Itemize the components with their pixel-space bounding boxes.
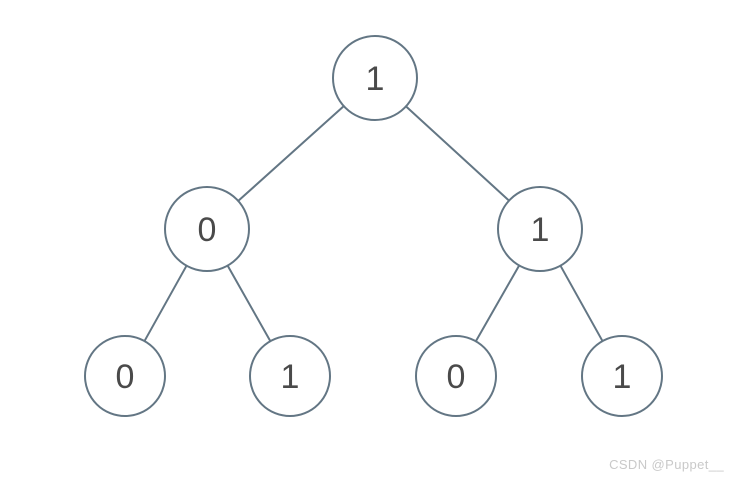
- node-circle[interactable]: [415, 335, 497, 417]
- tree-edge: [237, 105, 345, 202]
- node-label: 0: [447, 358, 466, 396]
- node-label: 1: [531, 211, 550, 249]
- node-circle[interactable]: [332, 35, 418, 121]
- node-circle[interactable]: [84, 335, 166, 417]
- node-label: 1: [281, 358, 300, 396]
- tree-node[interactable]: 1: [332, 35, 418, 121]
- tree-edge: [404, 105, 511, 202]
- node-label: 0: [198, 211, 217, 249]
- tree-edge: [226, 264, 272, 343]
- node-label: 0: [116, 358, 135, 396]
- tree-node[interactable]: 1: [497, 186, 583, 272]
- tree-node[interactable]: 1: [581, 335, 663, 417]
- tree-edge: [559, 264, 604, 343]
- tree-node[interactable]: 1: [249, 335, 331, 417]
- tree-node[interactable]: 0: [84, 335, 166, 417]
- node-circle[interactable]: [581, 335, 663, 417]
- watermark-text: CSDN @Puppet__: [609, 457, 724, 472]
- node-circle[interactable]: [249, 335, 331, 417]
- node-circle[interactable]: [164, 186, 250, 272]
- tree-edge: [474, 264, 521, 343]
- node-label: 1: [613, 358, 632, 396]
- node-label: 1: [366, 60, 385, 98]
- node-layer: 1 0 1 0 1 0 1: [84, 35, 663, 417]
- edge-layer: [143, 105, 604, 343]
- tree-node[interactable]: 0: [164, 186, 250, 272]
- tree-node[interactable]: 0: [415, 335, 497, 417]
- tree-edge: [143, 264, 188, 343]
- node-circle[interactable]: [497, 186, 583, 272]
